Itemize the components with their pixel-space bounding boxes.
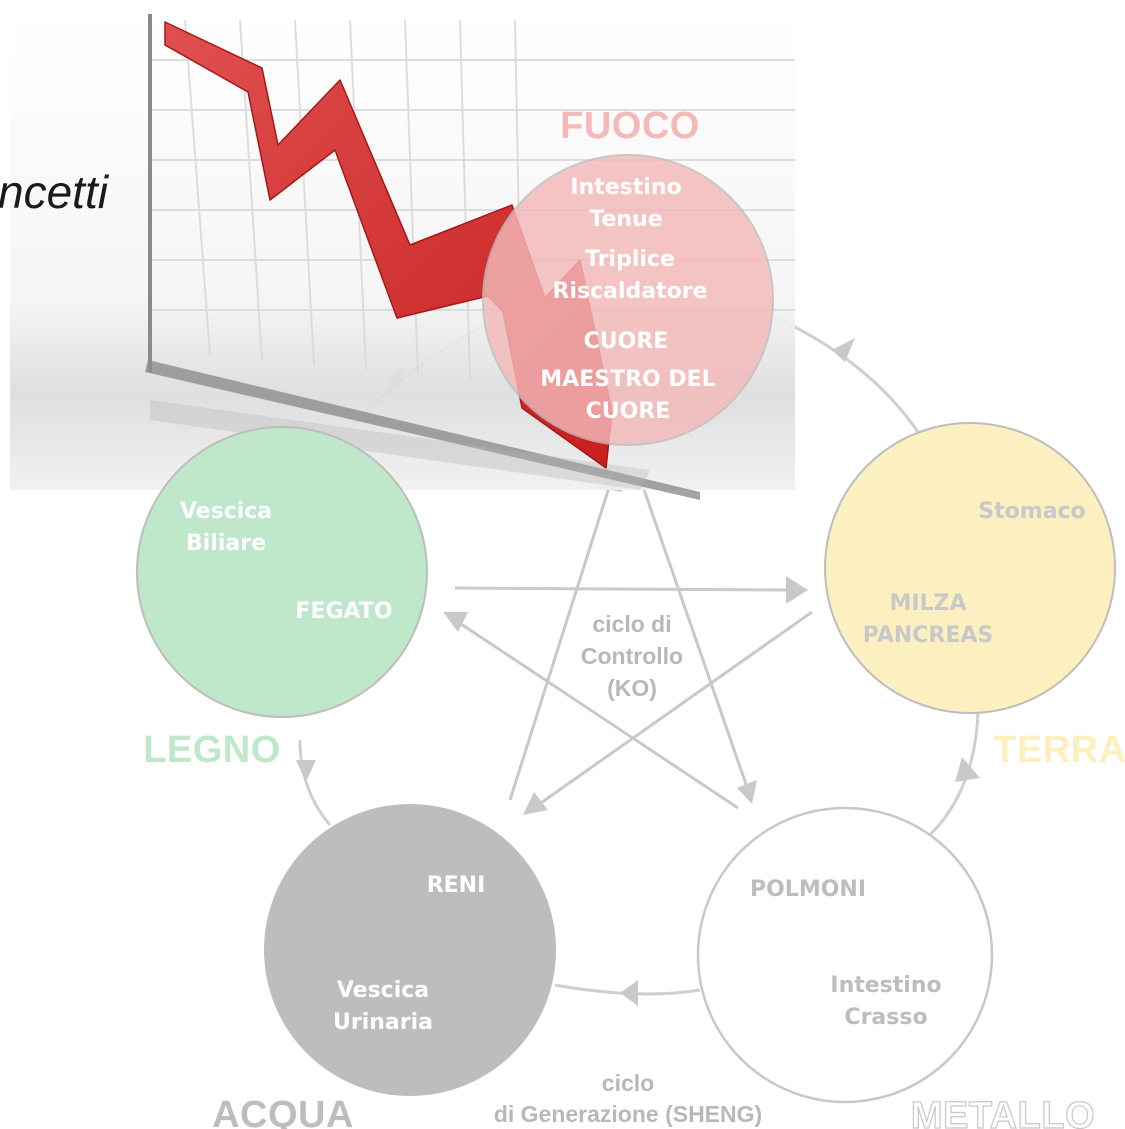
legno-organ-1: Vescica [180,499,272,524]
generation-cycle-caption: ciclo di Generazione (SHENG) [494,1070,762,1127]
fuoco-organ-1: Intestino [570,175,681,200]
metallo-organ-2: Intestino [830,973,941,998]
acqua-label: ACQUA [212,1094,354,1129]
fuoco-organ-4: Riscaldatore [553,279,708,304]
element-metallo: METALLO POLMONI Intestino Crasso [696,806,1095,1129]
generation-caption-line-1: ciclo [602,1070,654,1096]
acqua-organ-3: Urinaria [333,1010,433,1035]
acqua-organ-1: RENI [427,873,486,898]
terra-organ-3: PANCREAS [863,623,994,648]
terra-label: TERRA [993,729,1125,771]
element-acqua: ACQUA RENI Vescica Urinaria [212,804,556,1129]
element-legno: LEGNO Vescica Biliare FEGATO [136,426,428,771]
fuoco-organ-6: MAESTRO DEL [540,367,715,392]
metallo-organ-1: POLMONI [750,877,866,902]
element-terra: TERRA Stomaco MILZA PANCREAS [824,422,1125,771]
control-cycle-caption: ciclo di Controllo (KO) [581,611,683,701]
fuoco-label: FUOCO [560,105,700,147]
legno-label: LEGNO [143,729,281,771]
legno-organ-2: Biliare [186,531,266,556]
fuoco-organ-3: Triplice [585,247,675,272]
downward-trend-arrow [164,21,613,469]
control-caption-line-3: (KO) [607,675,657,701]
metallo-label: METALLO [911,1095,1095,1129]
generation-caption-line-2: di Generazione (SHENG) [494,1101,762,1127]
slide-heading-fragment: ncetti [0,166,110,218]
chart-x-axis [145,360,700,500]
fuoco-organ-7: CUORE [586,399,671,424]
control-cycle [454,477,813,810]
fuoco-organ-5: CUORE [584,329,669,354]
terra-organ-2: MILZA [889,591,966,616]
control-caption-line-1: ciclo di [592,611,671,637]
metallo-organ-3: Crasso [844,1005,927,1030]
terra-organ-1: Stomaco [978,499,1085,524]
chart-floor-shadow [150,400,650,490]
legno-organ-3: FEGATO [295,599,392,624]
element-fuoco: FUOCO Intestino Tenue Triplice Riscaldat… [482,105,774,446]
acqua-organ-2: Vescica [337,978,429,1003]
control-caption-line-2: Controllo [581,643,683,669]
fuoco-organ-2: Tenue [589,207,662,232]
